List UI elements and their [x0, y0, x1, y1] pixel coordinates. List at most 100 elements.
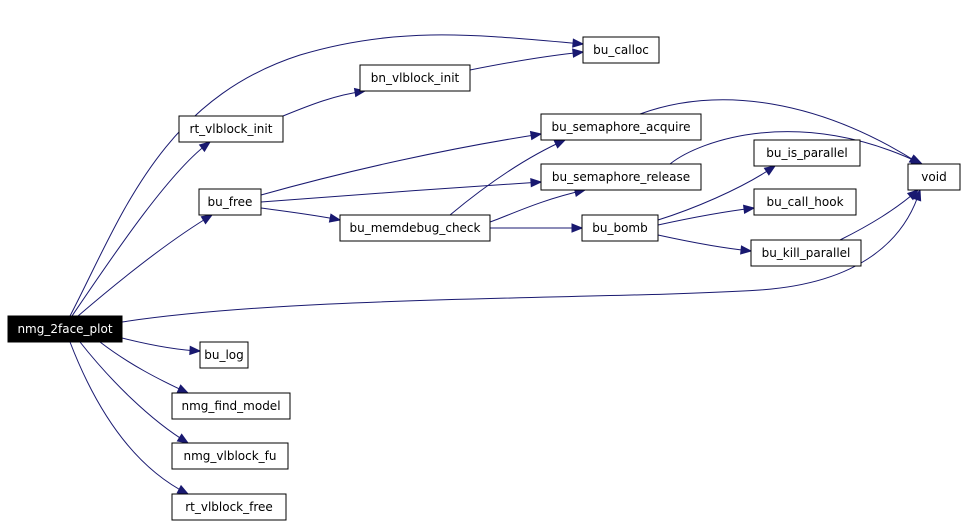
edge-nmg-2face-plot-to-bu-log-arrowhead — [189, 345, 202, 356]
node-bu-semaphore-release-box — [540, 163, 702, 191]
edge-nmg-2face-plot-to-bu-free — [77, 214, 214, 317]
node-bu-log[interactable]: bu_log — [199, 341, 249, 369]
edge-bu-kill-parallel-to-void-arrowhead — [906, 189, 920, 201]
node-void-label: void — [921, 170, 946, 184]
edge-nmg-2face-plot-to-nmg-find-model — [99, 341, 190, 394]
node-rt-vlblock-free-box — [171, 493, 287, 521]
node-void-box — [907, 163, 961, 191]
edge-bu-free-to-bu-semaphore-acquire — [260, 130, 543, 196]
edge-bu-memdebug-check-to-bu-semaphore-release-line — [489, 189, 586, 223]
node-nmg-vlblock-fu[interactable]: nmg_vlblock_fu — [171, 442, 289, 470]
edge-bu-memdebug-check-to-bu-semaphore-acquire-arrowhead — [553, 139, 567, 149]
edge-bu-free-to-bu-semaphore-release-line — [260, 181, 542, 203]
edge-bn-vlblock-init-to-bu-calloc-arrowhead — [572, 48, 585, 58]
node-bu-is-parallel[interactable]: bu_is_parallel — [753, 139, 861, 167]
node-bu-kill-parallel[interactable]: bu_kill_parallel — [750, 239, 862, 267]
edge-bu-bomb-to-bu-is-parallel-arrowhead — [763, 165, 777, 176]
edge-bu-bomb-to-bu-kill-parallel-arrowhead — [740, 245, 753, 255]
node-bu-semaphore-acquire-box — [540, 113, 702, 141]
node-bu-free[interactable]: bu_free — [198, 188, 262, 216]
edge-nmg-2face-plot-to-bu-calloc-line — [69, 34, 584, 317]
edge-bu-bomb-to-bu-kill-parallel — [657, 234, 753, 255]
node-bu-semaphore-acquire[interactable]: bu_semaphore_acquire — [540, 113, 702, 141]
edge-bu-bomb-to-bu-call-hook — [657, 204, 756, 226]
edge-bn-vlblock-init-to-bu-calloc — [469, 48, 585, 71]
edge-bu-free-to-bu-semaphore-release-arrowhead — [530, 177, 543, 188]
edge-nmg-2face-plot-to-nmg-vlblock-fu — [79, 341, 190, 444]
node-bu-calloc-box — [582, 36, 660, 64]
edge-bu-bomb-to-bu-call-hook-line — [657, 207, 755, 226]
node-bn-vlblock-init-box — [359, 64, 471, 92]
edge-bu-semaphore-release-to-void-line — [669, 131, 923, 165]
edge-nmg-2face-plot-to-void — [121, 188, 922, 323]
edge-bu-memdebug-check-to-bu-bomb-arrowhead — [571, 223, 584, 233]
edge-nmg-2face-plot-to-nmg-find-model-arrowhead — [176, 384, 190, 394]
edge-rt-vlblock-init-to-bn-vlblock-init — [282, 87, 367, 117]
edge-nmg-2face-plot-to-nmg-vlblock-fu-line — [79, 341, 189, 444]
edge-bu-free-to-bu-memdebug-check-line — [260, 207, 341, 221]
node-bu-log-label: bu_log — [204, 348, 244, 362]
edge-nmg-2face-plot-to-bu-free-arrowhead — [200, 214, 214, 225]
edge-nmg-2face-plot-to-void-arrowhead — [912, 188, 922, 202]
node-bn-vlblock-init-label: bn_vlblock_init — [371, 71, 460, 85]
node-rt-vlblock-init[interactable]: rt_vlblock_init — [178, 115, 284, 143]
node-nmg-2face-plot-label: nmg_2face_plot — [17, 322, 112, 336]
edge-nmg-2face-plot-to-rt-vlblock-free-arrowhead — [176, 484, 190, 495]
edge-nmg-2face-plot-to-rt-vlblock-free — [69, 341, 190, 495]
node-bu-call-hook-label: bu_call_hook — [766, 195, 843, 209]
edge-bu-semaphore-acquire-to-void-line — [639, 99, 921, 165]
edge-nmg-2face-plot-to-bu-free-line — [77, 214, 213, 317]
node-bu-kill-parallel-box — [750, 239, 862, 267]
node-rt-vlblock-free-label: rt_vlblock_free — [185, 500, 273, 514]
node-bu-memdebug-check[interactable]: bu_memdebug_check — [339, 214, 491, 242]
edge-nmg-2face-plot-to-nmg-vlblock-fu-arrowhead — [176, 433, 190, 444]
node-bu-semaphore-release[interactable]: bu_semaphore_release — [540, 163, 702, 191]
node-nmg-2face-plot[interactable]: nmg_2face_plot — [7, 315, 123, 343]
edge-bu-kill-parallel-to-void — [839, 189, 920, 241]
edge-bu-free-to-bu-memdebug-check — [260, 207, 342, 223]
edge-nmg-2face-plot-to-void-line — [121, 189, 921, 323]
edge-nmg-2face-plot-to-nmg-find-model-line — [99, 341, 189, 394]
node-bn-vlblock-init[interactable]: bn_vlblock_init — [359, 64, 471, 92]
edge-bu-bomb-to-bu-kill-parallel-line — [657, 234, 752, 252]
node-nmg-find-model-box — [171, 392, 291, 420]
edge-bn-vlblock-init-to-bu-calloc-line — [469, 51, 584, 71]
edge-nmg-2face-plot-to-rt-vlblock-init — [71, 141, 212, 317]
node-bu-free-box — [198, 188, 262, 216]
node-bu-kill-parallel-label: bu_kill_parallel — [762, 246, 851, 260]
edge-nmg-2face-plot-to-bu-calloc — [69, 34, 585, 317]
node-nmg-find-model-label: nmg_find_model — [181, 399, 280, 413]
node-bu-free-label: bu_free — [208, 195, 253, 209]
edge-bu-bomb-to-bu-is-parallel-line — [657, 165, 776, 221]
call-edges — [69, 34, 924, 495]
node-bu-is-parallel-label: bu_is_parallel — [766, 146, 847, 160]
edge-nmg-2face-plot-to-bu-calloc-arrowhead — [572, 38, 585, 48]
node-bu-semaphore-release-label: bu_semaphore_release — [552, 170, 690, 184]
node-bu-bomb[interactable]: bu_bomb — [581, 214, 659, 242]
edge-nmg-2face-plot-to-rt-vlblock-init-line — [71, 141, 211, 317]
node-bu-calloc[interactable]: bu_calloc — [582, 36, 660, 64]
edge-nmg-2face-plot-to-bu-log-line — [121, 337, 201, 352]
node-bu-bomb-label: bu_bomb — [592, 221, 648, 235]
edge-bu-bomb-to-bu-call-hook-arrowhead — [742, 204, 756, 214]
edge-rt-vlblock-init-to-bn-vlblock-init-line — [282, 90, 366, 117]
edge-nmg-2face-plot-to-rt-vlblock-free-line — [69, 341, 189, 495]
node-bu-bomb-box — [581, 214, 659, 242]
edge-bu-memdebug-check-to-bu-bomb — [490, 223, 584, 233]
node-nmg-2face-plot-box — [7, 315, 123, 343]
node-nmg-find-model[interactable]: nmg_find_model — [171, 392, 291, 420]
edge-bu-memdebug-check-to-bu-semaphore-acquire-line — [449, 139, 566, 216]
edge-bu-free-to-bu-semaphore-release — [260, 177, 543, 203]
node-rt-vlblock-free[interactable]: rt_vlblock_free — [171, 493, 287, 521]
node-rt-vlblock-init-label: rt_vlblock_init — [190, 122, 273, 136]
node-bu-call-hook[interactable]: bu_call_hook — [753, 188, 857, 216]
call-nodes: nmg_2face_plot bu_calloc bn_vlblock_initrt… — [7, 36, 961, 521]
node-bu-is-parallel-box — [753, 139, 861, 167]
node-bu-calloc-label: bu_calloc — [593, 43, 649, 57]
node-nmg-vlblock-fu-label: nmg_vlblock_fu — [183, 449, 276, 463]
node-bu-call-hook-box — [753, 188, 857, 216]
edge-bu-free-to-bu-semaphore-acquire-arrowhead — [529, 130, 543, 141]
node-rt-vlblock-init-box — [178, 115, 284, 143]
node-void[interactable]: void — [907, 163, 961, 191]
